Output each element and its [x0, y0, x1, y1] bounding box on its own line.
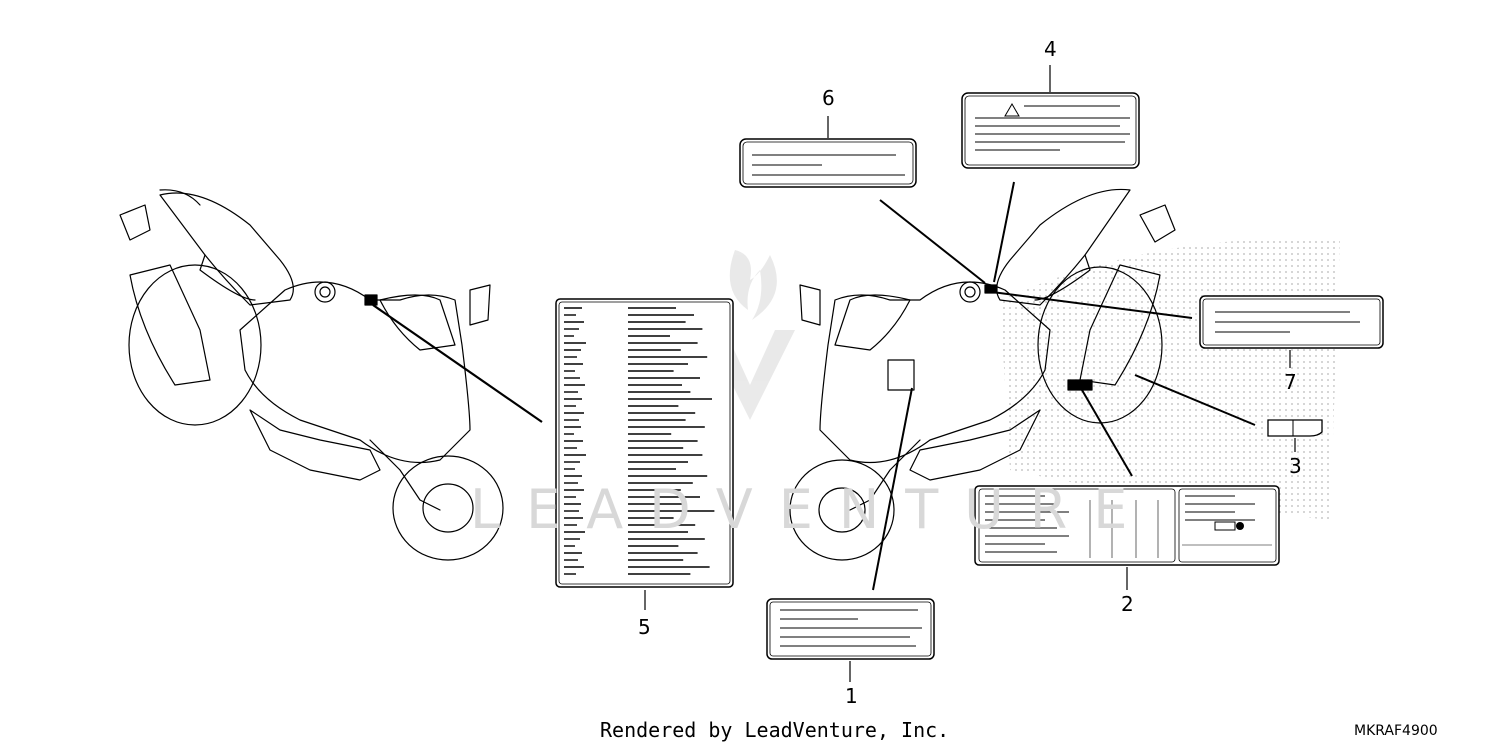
footer-credit: Rendered by LeadVenture, Inc. [600, 718, 950, 742]
label-1-graphic [766, 598, 935, 660]
label-6-graphic [739, 138, 917, 188]
label-4-graphic [961, 92, 1140, 169]
callout-4: 4 [1044, 37, 1057, 61]
watermark-text: LEADVENTURE [470, 478, 1154, 541]
label-3-graphic [1267, 419, 1323, 437]
label-5-graphic [555, 298, 734, 588]
callout-5: 5 [638, 615, 651, 639]
callout-6: 6 [822, 86, 835, 110]
label-7-graphic [1199, 295, 1384, 349]
callout-2: 2 [1121, 592, 1134, 616]
label-2-graphic [974, 485, 1280, 566]
diagram-code: MKRAF4900 [1354, 723, 1438, 739]
callout-7: 7 [1284, 370, 1297, 394]
callout-3: 3 [1289, 454, 1302, 478]
callout-1: 1 [845, 684, 858, 708]
motorcycle-right-view [789, 188, 1176, 561]
motorcycle-left-view [119, 189, 504, 561]
leader-lines [372, 65, 1296, 682]
